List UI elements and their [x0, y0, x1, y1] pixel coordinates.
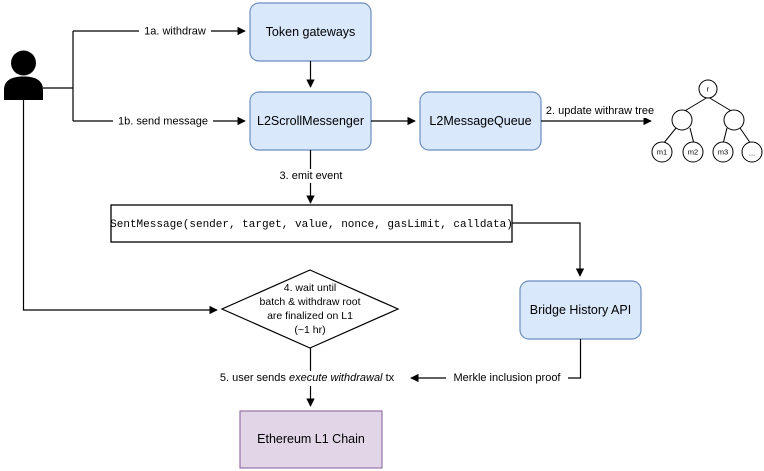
tree-node-internal-right [723, 109, 745, 131]
edge-actor-to-decision [22, 100, 218, 315]
sent-message-event-box[interactable] [110, 204, 513, 243]
tree-node-leaf-m1-label: m1 [657, 147, 667, 156]
edge-label-send-message: 1b. send message [118, 115, 208, 127]
label-bg-merkle-proof [446, 371, 568, 385]
l2-message-queue-label: L2MessageQueue [429, 114, 531, 128]
tree-node-leaf-m3 [712, 141, 734, 163]
node-token-gateways[interactable]: Token gateways [249, 2, 372, 62]
node-sent-message-event[interactable]: SentMessage(sender, target, value, nonce… [110, 204, 513, 243]
tree-edge-r-m3 [722, 127, 728, 145]
l2-scroll-messenger-label: L2ScrollMessenger [257, 114, 364, 128]
wait-decision-line3: are finalized on L1 [267, 310, 353, 322]
tree-node-leaf-ellipsis-label: ... [749, 148, 755, 157]
node-wait-decision[interactable]: 4. wait until batch & withdraw root are … [220, 269, 400, 349]
edge-label-merkle-proof: Merkle inclusion proof [454, 372, 562, 384]
edge-label-execute-withdrawal: 5. user sends execute withdrawal tx [220, 372, 395, 384]
node-ethereum-l1-chain[interactable]: Ethereum L1 Chain [239, 410, 383, 469]
wait-decision-line1: 4. wait until [284, 282, 337, 294]
execute-withdrawal-prefix: 5. user sends [220, 372, 289, 384]
tree-node-root-label: r [707, 84, 710, 93]
tree-edge-l-m2 [689, 127, 695, 145]
edge-event-to-bridge-api [512, 222, 585, 277]
tree-edge-root-left [682, 96, 709, 113]
ethereum-l1-chain-label: Ethereum L1 Chain [257, 432, 365, 446]
label-bg-withdraw [139, 24, 211, 38]
token-gateways-label: Token gateways [266, 25, 356, 39]
label-bg-update-tree [546, 104, 654, 118]
label-bg-send-message [113, 114, 213, 128]
execute-withdrawal-suffix: tx [383, 372, 395, 384]
ethereum-l1-chain-box[interactable] [239, 410, 383, 469]
tree-edge-l-m1 [662, 127, 677, 145]
person-icon [4, 50, 43, 100]
withdraw-merkle-tree: r m1 m2 m3 ... [651, 79, 763, 163]
edge-label-emit-event: 3. emit event [280, 170, 343, 182]
tree-node-leaf-ellipsis [741, 141, 763, 163]
tree-node-leaf-m2-label: m2 [688, 147, 698, 156]
execute-withdrawal-italic: execute withdrawal [289, 372, 383, 384]
wait-decision-line4: (~1 hr) [294, 324, 325, 336]
label-bg-execute-withdrawal [210, 371, 406, 386]
tree-node-leaf-m1 [651, 141, 673, 163]
tree-edge-r-dots [739, 127, 752, 145]
tree-edge-root-right [707, 96, 734, 113]
tree-node-internal-left [671, 109, 693, 131]
sent-message-event-label: SentMessage(sender, target, value, nonce… [110, 219, 513, 231]
tree-node-leaf-m3-label: m3 [718, 147, 728, 156]
edge-label-withdraw: 1a. withdraw [144, 25, 206, 37]
node-l2-scroll-messenger[interactable]: L2ScrollMessenger [249, 91, 372, 151]
label-bg-emit-event [272, 169, 350, 183]
tree-node-leaf-m2 [682, 141, 704, 163]
edge-label-update-tree: 2. update withraw tree [546, 105, 654, 117]
wait-decision-line2: batch & withdraw root [260, 296, 361, 308]
tree-node-root [698, 79, 718, 99]
node-bridge-history-api[interactable]: Bridge History API [519, 280, 642, 340]
node-l2-message-queue[interactable]: L2MessageQueue [419, 91, 542, 151]
bridge-history-api-label: Bridge History API [530, 303, 631, 317]
